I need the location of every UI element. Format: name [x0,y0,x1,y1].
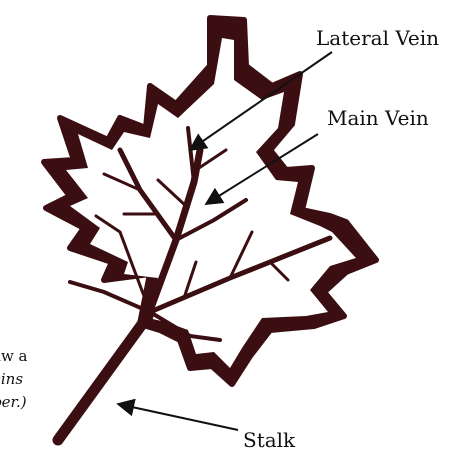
main-vein-label: Main Vein [327,108,429,128]
cut-off-note-line-3: per.) [0,392,27,412]
lateral-vein-left [70,282,150,312]
cut-off-note-line-2: eins [0,369,23,389]
cut-off-note-line-1: aw a [0,346,28,366]
stalk [58,316,148,440]
lateral-vein-label: Lateral Vein [316,28,439,48]
stalk-arrow [118,404,238,430]
stalk-label: Stalk [243,430,295,450]
